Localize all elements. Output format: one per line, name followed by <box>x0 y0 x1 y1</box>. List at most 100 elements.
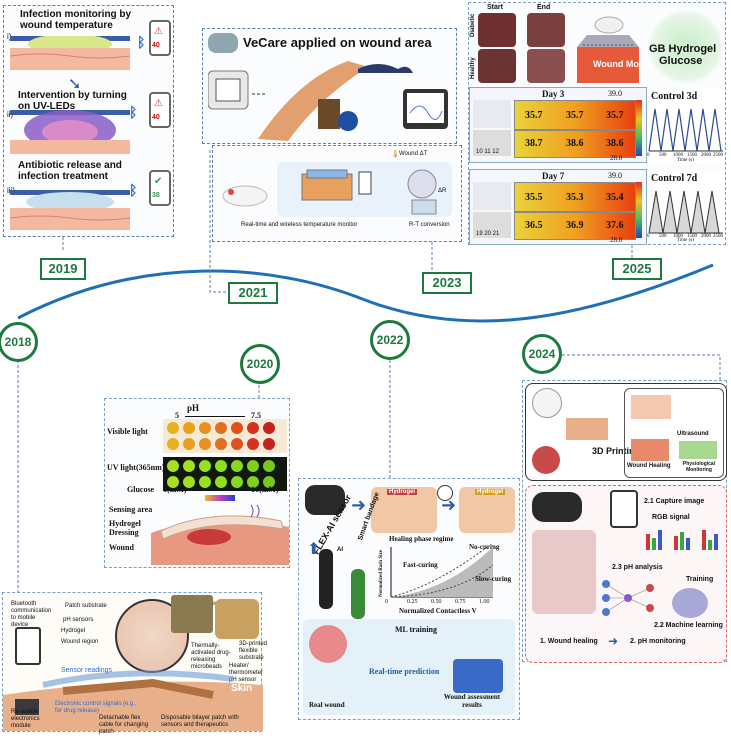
printed-substrate-photo <box>215 599 259 639</box>
reusable-module-label: Re-usable electronics module <box>11 709 40 729</box>
x-axis-label: Time (s) <box>677 158 694 163</box>
glucose-low-label: 0(mM) <box>163 485 187 494</box>
control-3d-label: Control 3d <box>651 91 698 102</box>
visible-light-label: Visible light <box>107 427 148 436</box>
x-tick: 0.75 <box>455 599 466 605</box>
detachable-cable-label: Detachable flex cable for changing patch <box>99 715 149 735</box>
real-wound-label: Real wound <box>309 701 345 709</box>
scale-min-label: 28.0 <box>610 236 623 244</box>
ml-training-label: ML training <box>395 625 438 634</box>
scale-max-label: 39.0 <box>608 89 622 98</box>
ph-color-dot <box>231 438 243 450</box>
disposable-patch-label: Disposable bilayer patch with sensors an… <box>161 715 239 728</box>
skin-patch-illustration <box>3 670 263 731</box>
x-tick: 0 <box>385 599 388 605</box>
wound-temperature-illustration <box>10 36 130 70</box>
scale-min-label: 28.0 <box>610 154 623 162</box>
glucose-gradient-strip <box>205 495 235 501</box>
diabetic-label: Diabetic <box>470 13 476 37</box>
ph-low-label: 5 <box>175 411 179 420</box>
wound-monitoring-label: Wound Monitoring <box>593 59 673 69</box>
temp-value: 37.6 <box>606 220 624 231</box>
wound-region-label: Wound region <box>61 639 99 645</box>
person-illustration <box>319 549 333 609</box>
ph-monitoring-step-label: 2. pH monitoring <box>630 638 686 645</box>
day3-thermal-block: Day 3 39.0 10 11 12 35.7 35.7 35.7 38.7 … <box>469 87 647 163</box>
temp-value: 36.9 <box>566 220 584 231</box>
ph-label: pH <box>187 403 200 413</box>
wound-assessment-label: Wound assessment results <box>443 693 501 709</box>
uv-color-dot <box>247 460 259 472</box>
printing-section: 3D Printing Ultrasound Wound Healing Phy… <box>525 383 727 481</box>
realtime-prediction-label: Real-time prediction <box>369 667 440 676</box>
bluetooth-icon: ᛒ <box>129 182 138 198</box>
uv-color-dot <box>247 476 259 488</box>
start-label: Start <box>487 4 503 11</box>
phone-icon: ⚠40 <box>149 20 171 56</box>
x-tick: 1.00 <box>479 599 490 605</box>
thermal-image-top <box>514 100 636 130</box>
vecare-device-photo <box>208 33 238 53</box>
control-3d-plot: Control 3d 0 500 1000 1500 2000 2500 Tim… <box>647 89 725 163</box>
wound-monitoring-illustration <box>577 16 639 83</box>
thermal-microbeads-label: Thermally-activated drug-releasing micro… <box>191 643 231 670</box>
ph-color-dot <box>167 438 179 450</box>
ph-arrow <box>185 416 245 417</box>
wound-photo <box>478 13 516 47</box>
phone-icon: ⚠40 <box>149 92 171 128</box>
thermal-image-bottom <box>514 212 636 240</box>
hand-illustration <box>305 485 345 515</box>
glucose-label: Glucose <box>127 485 155 494</box>
temp-value: 38.7 <box>525 138 543 149</box>
sensing-area-label: Sensing area <box>109 505 153 514</box>
color-scale-bar <box>636 182 642 238</box>
skin-layer-icon <box>566 418 608 440</box>
ph-sensors-label: pH sensors <box>63 617 94 623</box>
hydrogel-label: Hydrogel <box>475 489 506 495</box>
ph-high-label: 7.5 <box>251 411 261 420</box>
rgb-bar <box>702 530 706 550</box>
x-tick: 1500 <box>687 153 697 158</box>
thermal-image-top <box>514 182 636 212</box>
uv-light-strip <box>163 457 287 491</box>
panel-2022: ➜ Hydrogel ➜ Hydrogel FLEX-AI sensor ⬆ S… <box>298 478 520 720</box>
step-1-label: i) <box>7 32 12 41</box>
wound-delta-t-label: Wound ΔT <box>399 151 428 157</box>
x-tick: 2500 <box>713 153 723 158</box>
year-2020-marker: 2020 <box>240 344 280 384</box>
panel-2021-temperature-monitor: 🌡 Wound ΔT ΔR Real-time and wireless tem… <box>212 145 462 242</box>
uv-color-dot <box>199 476 211 488</box>
ruler-photo <box>473 130 511 156</box>
hydrogel-dressing-label: Hydrogel Dressing <box>109 519 141 537</box>
panel-2019-title-3: Antibiotic release and infection treatme… <box>18 160 122 182</box>
scaffold-icon <box>532 388 562 418</box>
wound-photo <box>473 182 511 210</box>
x-tick: 1000 <box>673 153 683 158</box>
rt-conversion-illustration <box>222 162 452 217</box>
uv-led-illustration <box>10 110 130 154</box>
temp-value: 36.5 <box>525 220 543 231</box>
up-arrow-icon: ⬆ <box>307 541 321 558</box>
brain-icon <box>672 588 708 618</box>
gb-hydrogel-label: GB Hydrogel <box>649 43 717 55</box>
wound-photo <box>527 49 565 83</box>
temp-value: 38.6 <box>606 138 624 149</box>
temp-value: 35.7 <box>525 110 543 121</box>
day3-label: Day 3 <box>542 89 565 99</box>
rgb-bar-icons <box>644 526 722 552</box>
bluetooth-communication-label: Bluetooth communication to mobile device <box>11 601 52 628</box>
fast-curing-label: Fast-curing <box>403 561 438 569</box>
physiological-monitoring-illustration <box>679 441 717 459</box>
ph-monitoring-section: 2.1 Capture image RGB signal 2.3 pH anal… <box>525 485 727 663</box>
year-2021-marker: 2021 <box>228 282 278 304</box>
slow-curing-label: Slow-curing <box>475 575 512 583</box>
laptop-icon <box>453 659 503 693</box>
neural-network-icon <box>602 580 654 616</box>
year-2022-marker: 2022 <box>370 320 410 360</box>
bluetooth-icon: ᛒ <box>137 34 146 50</box>
gb-hydrogel-illustration <box>647 9 725 85</box>
rgb-bar <box>686 538 690 550</box>
x-tick: 500 <box>659 234 667 239</box>
uv-color-dot <box>183 476 195 488</box>
skin-label: Skin <box>231 683 253 694</box>
